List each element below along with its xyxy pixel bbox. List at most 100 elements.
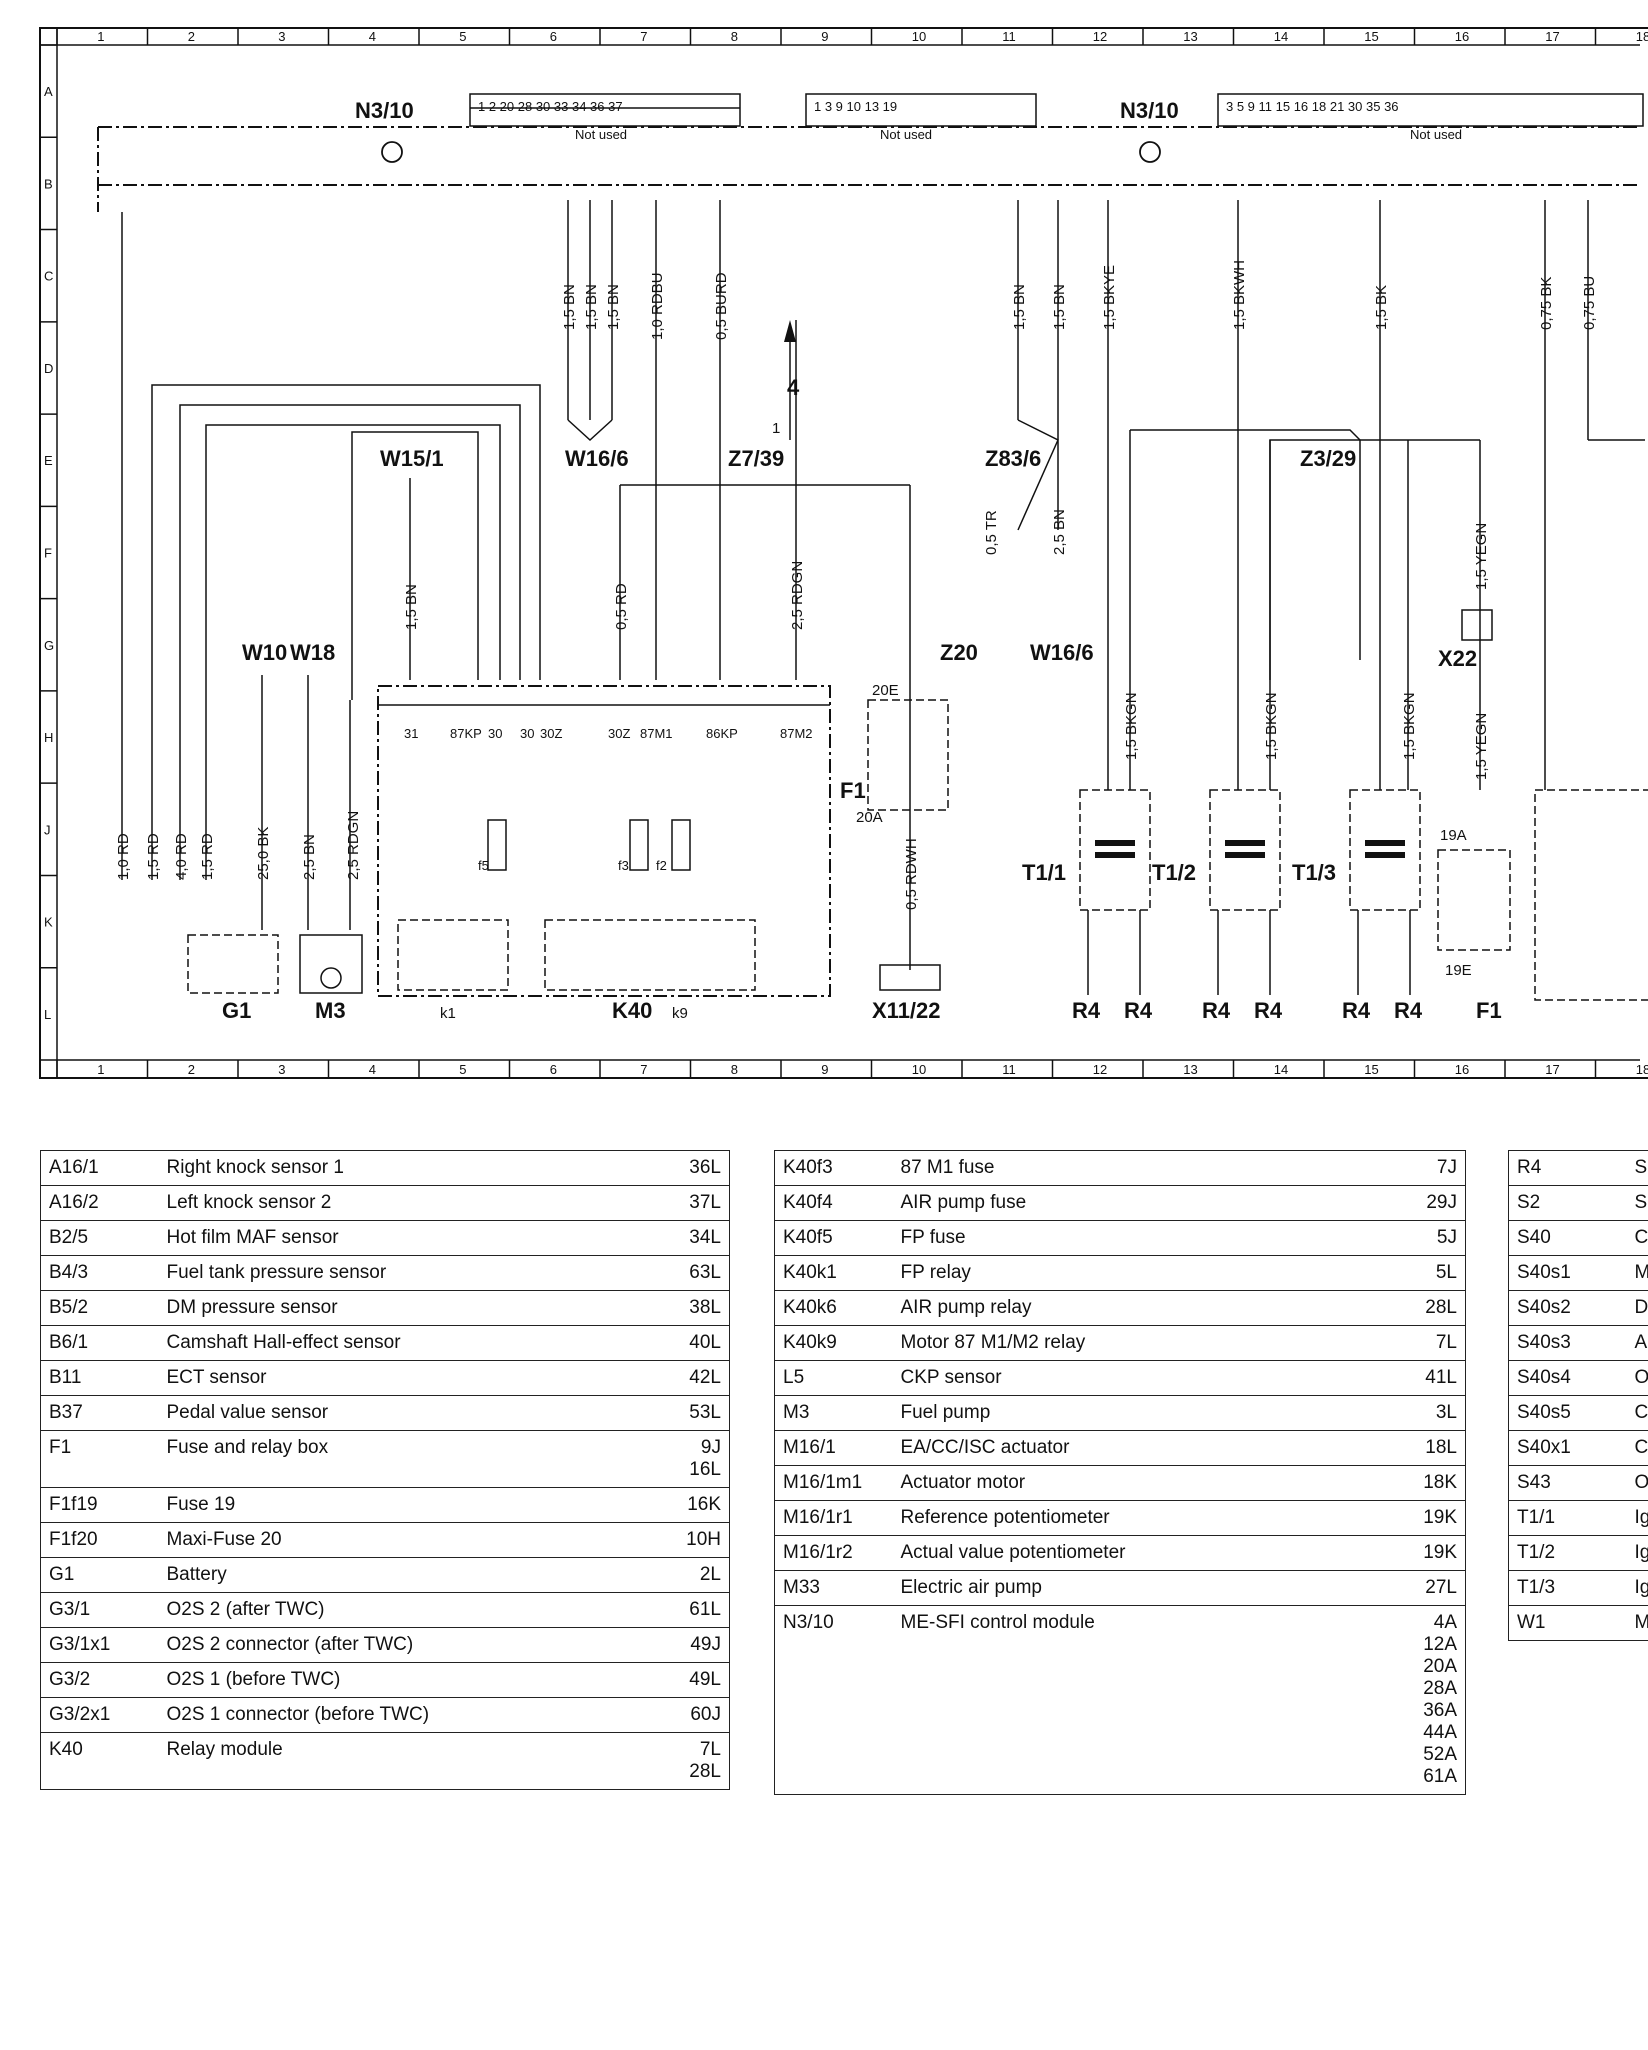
module-wires: [121, 200, 1645, 970]
component-code: N3/10: [774, 1605, 893, 1795]
component-code: M16/1m1: [774, 1465, 893, 1501]
grid-reference-value: 5J: [1436, 1227, 1457, 1248]
wire-label: 1,5 BN: [1011, 284, 1028, 330]
grid-reference: 37L: [673, 1185, 730, 1221]
grid-column-label: 18: [1636, 1062, 1648, 1077]
pin-30z-2: 30Z: [608, 726, 630, 741]
component-description: AIR pump fuse: [892, 1185, 1410, 1221]
grid-reference-value: 20A: [1423, 1656, 1457, 1677]
component-code: K40f4: [774, 1185, 893, 1221]
grid-reference-value: 16L: [689, 1459, 721, 1480]
grid-column-label: 6: [550, 29, 557, 44]
wire-label: 2,5 BN: [301, 834, 318, 880]
grid-reference: 34L: [673, 1220, 730, 1256]
label-x11-22: X11/22: [872, 998, 941, 1023]
grid-row-label: C: [44, 269, 53, 284]
component-code: K40f5: [774, 1220, 893, 1256]
label-w10: W10: [242, 640, 287, 665]
wire-label: 2,5 RDGN: [345, 811, 362, 880]
wire-label: 2,5 BN: [1051, 509, 1068, 555]
component-code: S43: [1508, 1465, 1627, 1501]
component-code: F1f20: [40, 1522, 159, 1558]
grid-column-label: 15: [1364, 1062, 1378, 1077]
label-w16-6-top: W16/6: [565, 446, 629, 471]
component-description: Right knock sensor 1: [158, 1150, 674, 1186]
grid-reference: 5J: [1409, 1220, 1466, 1256]
component-description: M: [1626, 1605, 1648, 1641]
component-code: F1f19: [40, 1487, 159, 1523]
component-description: Actual value potentiometer: [892, 1535, 1410, 1571]
grid-reference-value: 3L: [1435, 1402, 1457, 1423]
grid-reference: 41L: [1409, 1360, 1466, 1396]
pin-87m1: 87M1: [640, 726, 673, 741]
grid-reference: 7L: [1409, 1325, 1466, 1361]
grid-reference: 36L: [673, 1150, 730, 1186]
component-code: S40s2: [1508, 1290, 1627, 1326]
grid-reference-value: 10H: [686, 1529, 721, 1550]
component-code: K40: [40, 1732, 159, 1790]
wire-label: 1,0 RDBU: [649, 272, 666, 340]
pin-30z: 30Z: [540, 726, 562, 741]
component-code: M33: [774, 1570, 893, 1606]
component-code: S40s5: [1508, 1395, 1627, 1431]
label-20e: 20E: [872, 682, 899, 699]
motor-icon: [320, 967, 342, 989]
component-code: M16/1: [774, 1430, 893, 1466]
ignition-coils: [1079, 789, 1648, 1001]
grid-reference: 40L: [673, 1325, 730, 1361]
component-code: K40k9: [774, 1325, 893, 1361]
component-description: AIR pump relay: [892, 1290, 1410, 1326]
label-x22: X22: [1438, 646, 1477, 671]
component-description: O2S 1 (before TWC): [158, 1662, 674, 1698]
transistor-icon: [1139, 141, 1161, 163]
grid-reference: 42L: [673, 1360, 730, 1396]
n3-10-label-left: N3/10: [355, 98, 414, 123]
component-description: Relay module: [158, 1732, 674, 1790]
grid-reference: 63L: [673, 1255, 730, 1291]
grid-column-label: 6: [550, 1062, 557, 1077]
label-20a: 20A: [856, 809, 883, 826]
component-code: G3/2: [40, 1662, 159, 1698]
component-description: Battery: [158, 1557, 674, 1593]
grid-column-label: 17: [1545, 29, 1559, 44]
wire-label: 0,5 RDWH: [903, 838, 920, 910]
grid-column-label: 10: [912, 29, 926, 44]
label-19e: 19E: [1445, 962, 1472, 979]
label-f1-mid: F1: [840, 778, 866, 803]
component-code: S40: [1508, 1220, 1627, 1256]
label-19a: 19A: [1440, 827, 1467, 844]
connector-d-pins: 1 3 9 10 13 19: [814, 99, 897, 114]
grid-column-label: 1: [97, 29, 104, 44]
label-g1: G1: [222, 998, 251, 1023]
component-code: B6/1: [40, 1325, 159, 1361]
component-description: FP relay: [892, 1255, 1410, 1291]
grid-reference: 10H: [673, 1522, 730, 1558]
grid-reference-value: 28L: [689, 1761, 721, 1782]
component-description: S: [1626, 1150, 1648, 1186]
component-code: T1/1: [1508, 1500, 1627, 1536]
label-node-1: 1: [772, 420, 780, 437]
grid-reference-value: 7L: [1435, 1332, 1457, 1353]
wire-label: 1,5 BKGN: [1401, 692, 1418, 760]
component-code: A16/1: [40, 1150, 159, 1186]
transistor-icon: [381, 141, 403, 163]
grid-reference: 2L: [673, 1557, 730, 1593]
fuel-pump-symbol: [299, 934, 363, 994]
label-k9: k9: [672, 1005, 688, 1022]
grid-reference-value: 36A: [1423, 1700, 1457, 1721]
component-code: M16/1r2: [774, 1535, 893, 1571]
label-z83-6: Z83/6: [985, 446, 1041, 471]
label-t1-1: T1/1: [1022, 860, 1066, 885]
grid-column-label: 4: [369, 29, 376, 44]
